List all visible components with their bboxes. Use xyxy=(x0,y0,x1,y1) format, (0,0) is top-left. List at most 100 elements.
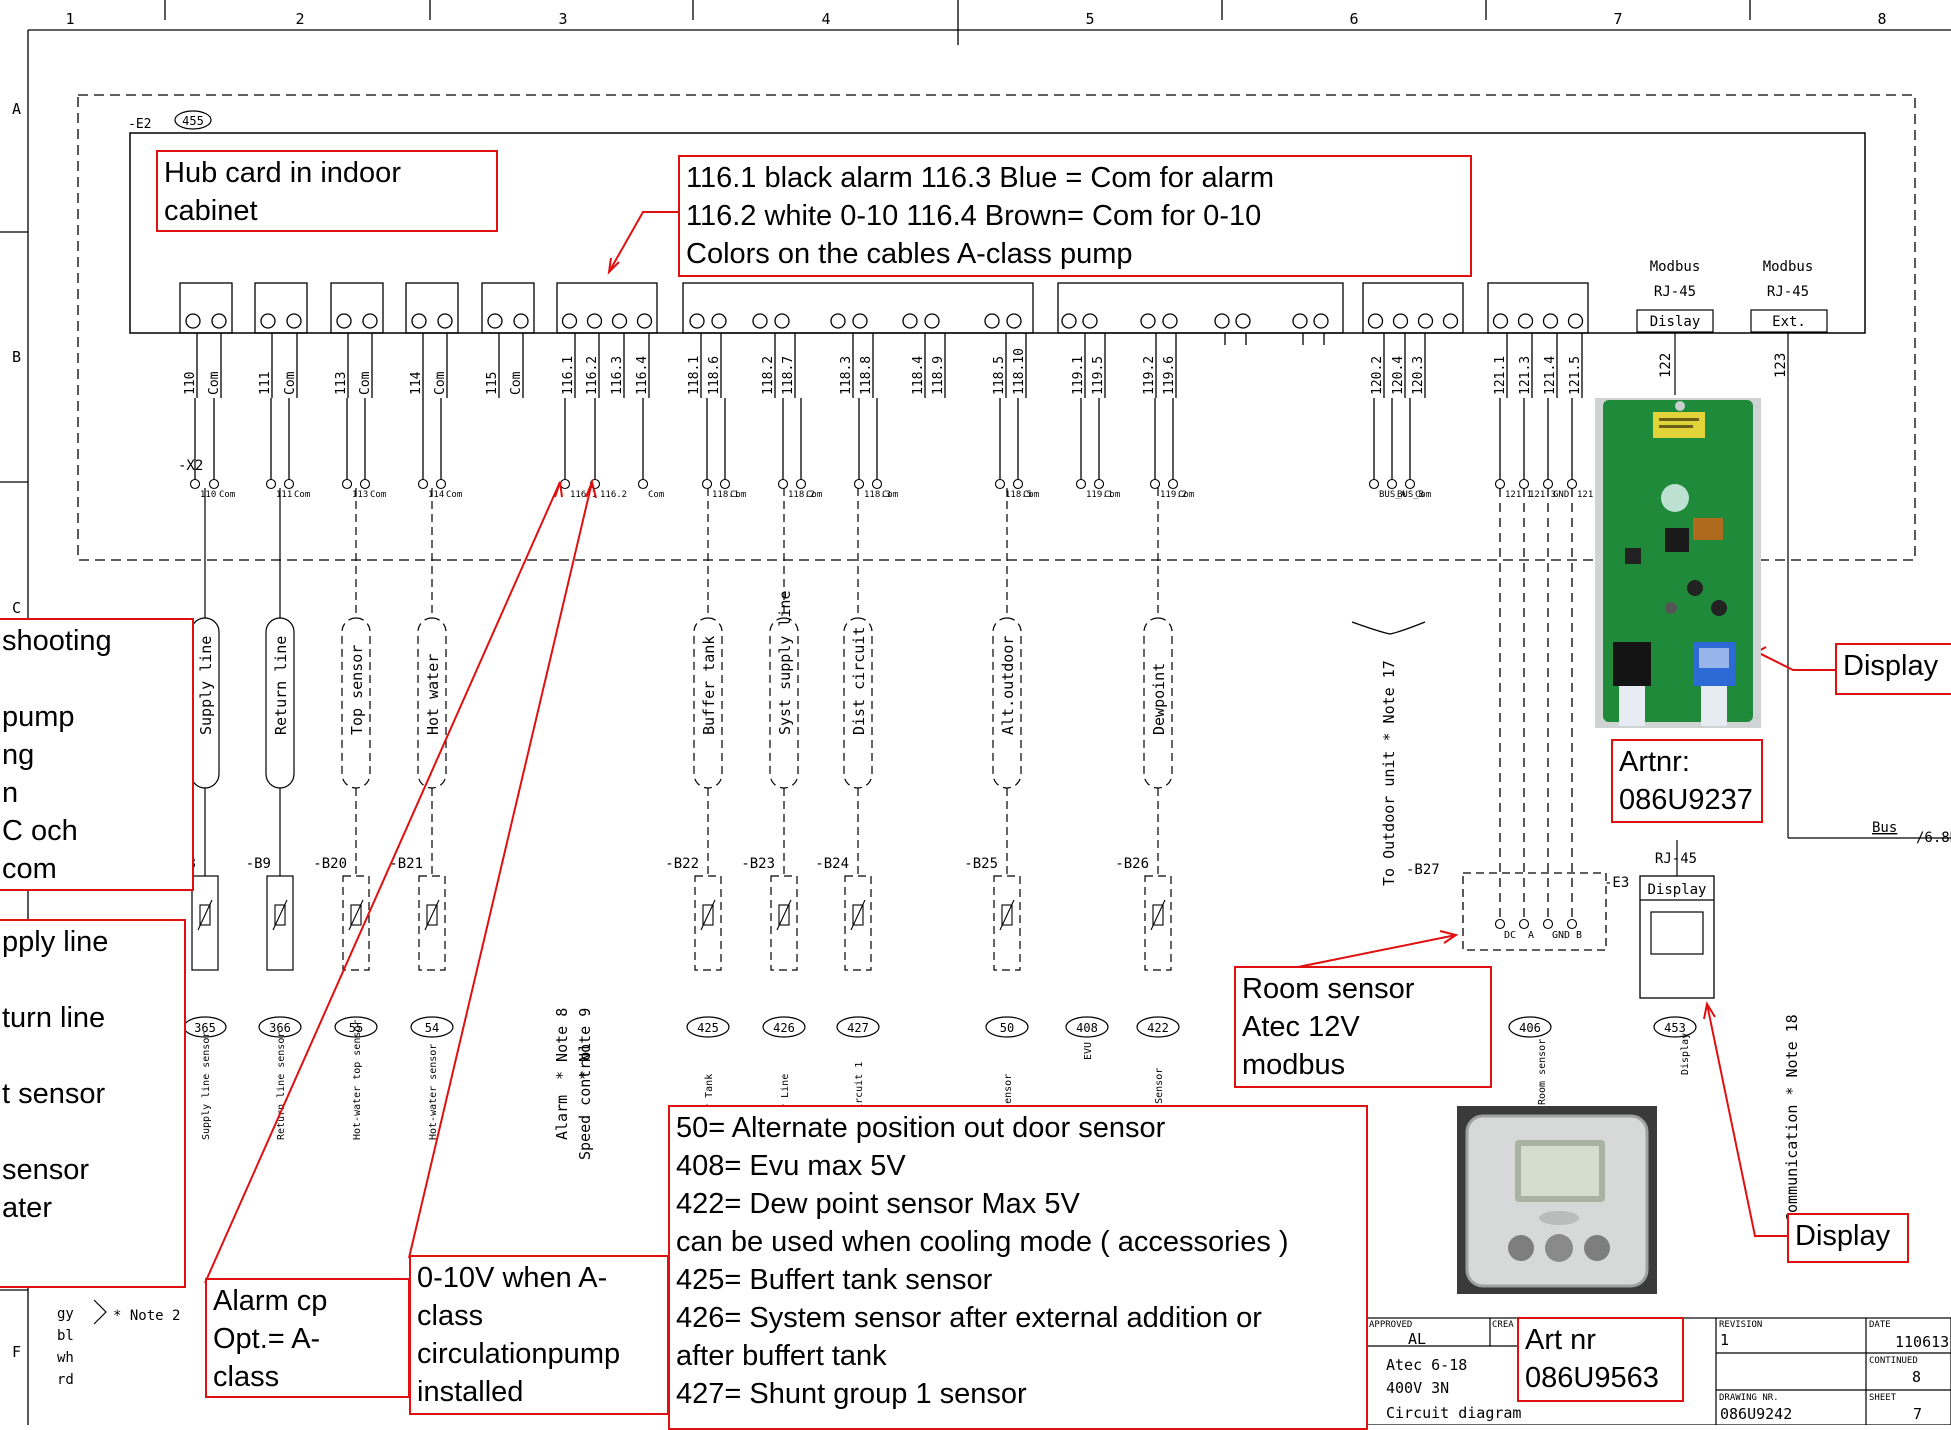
sensor-ref: -B24 xyxy=(815,856,849,872)
x2-pin-label: 121.3 xyxy=(1529,490,1556,500)
zero-ten-volt-annotation: 0-10V when A- class circulationpump inst… xyxy=(409,1255,669,1415)
room-pin xyxy=(1542,918,1554,930)
terminal-screw xyxy=(689,313,705,329)
terminal-screw xyxy=(437,313,453,329)
grid-column-label: 1 xyxy=(65,10,74,28)
x2-pin-label: 121.1 xyxy=(1505,490,1532,500)
x2-pin xyxy=(719,478,731,490)
x2-ref: -X2 xyxy=(178,458,203,474)
modbus-display-port: Modbus RJ-45 Dislay xyxy=(1636,259,1714,395)
terminal-label: 116.1 xyxy=(561,356,576,395)
sensor-desc: Supply line sensor xyxy=(201,1032,212,1140)
terminal-block xyxy=(556,282,658,334)
note-8: * Note 8 xyxy=(553,1008,571,1080)
x2-pin-label: 118.3 xyxy=(864,490,891,500)
terminal-123: 123 xyxy=(1773,353,1789,378)
terminal-screw xyxy=(1006,313,1022,329)
x2-pin xyxy=(1093,478,1105,490)
x2-pin-label: Com xyxy=(1023,490,1039,500)
room-pin xyxy=(1494,918,1506,930)
terminal-label: 110 xyxy=(183,372,198,395)
sensor-tag: Supply line xyxy=(197,636,215,735)
x2-pin xyxy=(701,478,713,490)
card-num-badge xyxy=(174,110,212,130)
x2-pin xyxy=(871,478,883,490)
terminal-block xyxy=(254,282,308,334)
terminal-label: Com xyxy=(283,371,298,395)
sensor-b25: Alt.outdoor-B2550door sensor xyxy=(964,488,1029,1140)
svg-text:Atec 6-18: Atec 6-18 xyxy=(1386,1356,1467,1374)
sensor-num: 366 xyxy=(269,1021,291,1035)
room-sensor-photo xyxy=(1457,1106,1657,1294)
enclosure-outline xyxy=(77,94,1916,561)
terminal-screw xyxy=(561,313,578,329)
grid-column-label: 8 xyxy=(1877,10,1886,28)
svg-text:SHEET: SHEET xyxy=(1869,1393,1897,1403)
x2-pin-label: 118.1 xyxy=(712,490,739,500)
terminal-screw xyxy=(1140,313,1156,329)
x2-pin-label: 119.2 xyxy=(1160,490,1187,500)
terminal-label: 121.4 xyxy=(1543,356,1558,395)
x2-pin-label: Com xyxy=(648,490,664,500)
svg-text:Ext.: Ext. xyxy=(1772,314,1806,330)
terminal-screw xyxy=(902,313,918,329)
x2-pin xyxy=(435,478,447,490)
x2-pin xyxy=(1149,478,1161,490)
terminal-block xyxy=(682,282,1034,334)
terminal-label: 118.10 xyxy=(1012,348,1027,395)
sensor-ref: -B25 xyxy=(964,856,998,872)
x2-pin xyxy=(795,478,807,490)
sensor-tag: Hot water xyxy=(424,654,442,735)
wiring xyxy=(194,398,1573,924)
x2-pin-label: Com xyxy=(882,490,898,500)
grid-column-label: 5 xyxy=(1085,10,1094,28)
terminal-screw xyxy=(185,313,201,329)
hub-card-annotation: Hub card in indoor cabinet xyxy=(156,150,498,232)
sensor-ref: -B22 xyxy=(665,856,699,872)
svg-text:086U9242: 086U9242 xyxy=(1720,1405,1792,1423)
terminal-screw xyxy=(211,313,227,329)
room-pin-label: GND xyxy=(1552,930,1570,941)
x2-pin-label: Com xyxy=(219,490,235,500)
terminal-screw xyxy=(1392,313,1409,329)
sensor-tag: Dewpoint xyxy=(1150,663,1168,735)
display-artnr-annotation: Artnr: 086U9237 xyxy=(1611,739,1763,823)
x2-pin-label: Com xyxy=(370,490,386,500)
svg-text:8: 8 xyxy=(1912,1368,1921,1386)
room-pin-label: A xyxy=(1528,930,1534,941)
sensor-num: 427 xyxy=(847,1021,869,1035)
x2-pin-label: 118.5 xyxy=(1005,490,1032,500)
terminal-screw xyxy=(411,313,427,329)
sensor-b8: Supply line-B8365Supply line sensor xyxy=(171,488,227,1140)
bus-label: Bus xyxy=(1872,820,1897,836)
svg-text:Modbus: Modbus xyxy=(1763,259,1814,275)
svg-text:Circuit diagram: Circuit diagram xyxy=(1386,1404,1521,1422)
grid-column-label: 7 xyxy=(1613,10,1622,28)
sensor-ref: -B20 xyxy=(313,856,347,872)
x2-pin-label: Com xyxy=(1178,490,1194,500)
terminal-label: 114 xyxy=(409,371,424,395)
note-9: * Note 9 xyxy=(576,1008,594,1080)
sensor-num: 426 xyxy=(773,1021,795,1035)
terminal-label: 118.9 xyxy=(931,356,946,395)
terminal-screw xyxy=(362,313,378,329)
svg-text:Room sensor: Room sensor xyxy=(1537,1039,1548,1105)
svg-text:Display: Display xyxy=(1647,882,1706,898)
svg-text:1: 1 xyxy=(1720,1331,1729,1349)
sensor-tag: Alt.outdoor xyxy=(999,636,1017,735)
speed-control-label: Speed control xyxy=(576,1043,594,1160)
terminal-label: 113 xyxy=(334,372,349,395)
grid-row-label: B xyxy=(12,348,21,366)
svg-text:Display: Display xyxy=(1680,1033,1691,1075)
x2-pin-label: GND xyxy=(1553,490,1569,500)
title-block-text: APPROVED AL CREA Atec 6-18 400V 3N Circu… xyxy=(1369,1320,1949,1423)
terminal-label: 111 xyxy=(258,372,273,395)
terminal-screw xyxy=(1214,313,1230,329)
